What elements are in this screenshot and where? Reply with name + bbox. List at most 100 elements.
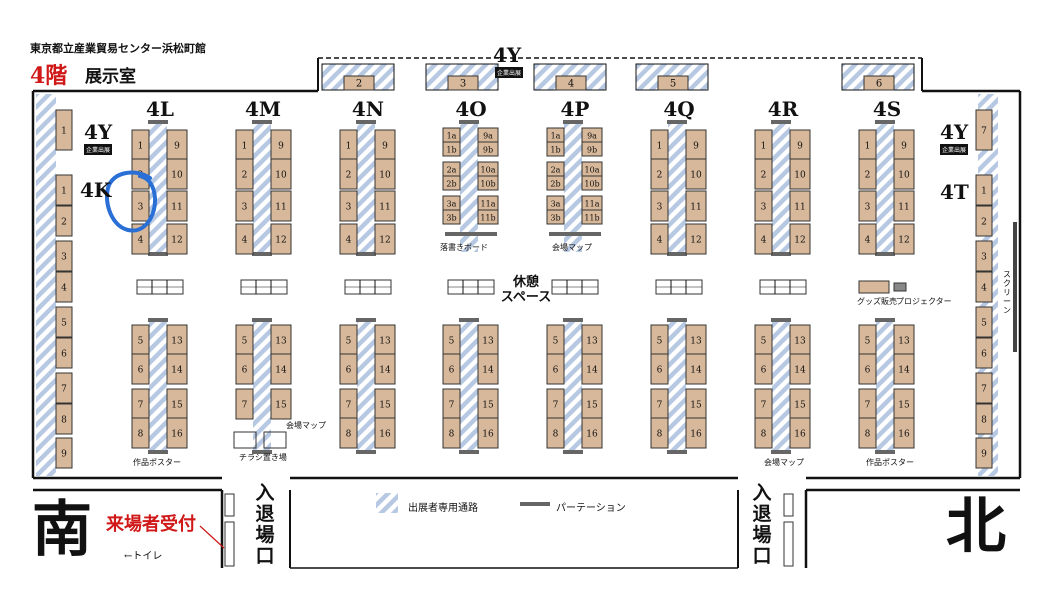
svg-text:13: 13 xyxy=(690,337,702,347)
block-label-4s: 4S xyxy=(872,97,902,121)
svg-text:8: 8 xyxy=(138,430,144,440)
rest-space-line1: 休憩 xyxy=(512,275,539,290)
booth-top-0: 2 xyxy=(343,75,375,91)
aisle-upper-7 xyxy=(876,124,894,252)
booth-1-R3: 12 xyxy=(270,223,292,255)
flyer-box-2 xyxy=(263,431,287,449)
svg-text:4: 4 xyxy=(242,236,248,246)
booth-5-LL0: 5 xyxy=(650,324,669,356)
partition-lower-bottom-7 xyxy=(875,450,895,454)
aisle-lower-4 xyxy=(564,322,582,450)
booth-7-LL3: 8 xyxy=(858,417,877,449)
svg-text:7: 7 xyxy=(553,401,559,411)
booth-4-L5: 3b xyxy=(546,209,565,225)
booth-7-RR2: 15 xyxy=(893,388,915,420)
partition-upper-bottom-7 xyxy=(875,252,895,256)
booth-2-L3: 4 xyxy=(339,223,358,255)
booth-right-6: 6 xyxy=(975,337,993,369)
booth-right-5: 5 xyxy=(975,306,993,338)
booth-left-3: 3 xyxy=(55,240,73,272)
svg-text:6: 6 xyxy=(242,366,248,376)
booth-2-LL3: 8 xyxy=(339,417,358,449)
svg-text:4: 4 xyxy=(138,236,144,246)
svg-text:3: 3 xyxy=(61,253,67,263)
svg-text:1: 1 xyxy=(346,142,352,152)
block-label-4q: 4Q xyxy=(663,97,695,121)
partition-lower-top-7 xyxy=(875,318,895,322)
booth-4-R4: 11a xyxy=(581,195,603,211)
booth-right-2: 2 xyxy=(975,205,993,237)
booth-2-RR3: 16 xyxy=(374,417,396,449)
booth-6-LL1: 6 xyxy=(754,353,773,385)
svg-text:2: 2 xyxy=(356,79,362,90)
partition-split-4 xyxy=(549,232,601,236)
booth-1-L1: 2 xyxy=(235,158,254,190)
partition-lower-bottom-6 xyxy=(771,450,791,454)
booth-6-R2: 11 xyxy=(789,190,811,222)
svg-text:15: 15 xyxy=(586,401,598,411)
svg-text:11a: 11a xyxy=(481,200,496,209)
booth-5-L1: 2 xyxy=(650,158,669,190)
booth-6-R0: 9 xyxy=(789,129,811,161)
booth-right-7: 7 xyxy=(975,372,993,404)
svg-text:4: 4 xyxy=(61,284,67,294)
partition-lower-top-1 xyxy=(252,318,272,322)
svg-text:4: 4 xyxy=(761,236,767,246)
booth-6-L3: 4 xyxy=(754,223,773,255)
booth-2-R1: 10 xyxy=(374,158,396,190)
booth-3-L3: 2b xyxy=(442,175,461,191)
booth-6-LL0: 5 xyxy=(754,324,773,356)
booth-6-RR0: 13 xyxy=(789,324,811,356)
block-label-4r: 4R xyxy=(767,97,799,121)
svg-text:5: 5 xyxy=(981,319,987,329)
booth-5-L3: 4 xyxy=(650,223,669,255)
booth-7-RR0: 13 xyxy=(893,324,915,356)
booth-6-L1: 2 xyxy=(754,158,773,190)
booth-6-LL3: 8 xyxy=(754,417,773,449)
booth-1-R0: 9 xyxy=(270,129,292,161)
company-tag-right: 企業出展 xyxy=(940,144,969,155)
svg-text:3: 3 xyxy=(242,203,248,213)
booth-right-8: 8 xyxy=(975,403,993,435)
booth-7-L1: 2 xyxy=(858,158,877,190)
aisle-lower-6 xyxy=(772,322,790,450)
svg-text:1: 1 xyxy=(657,142,663,152)
svg-text:9: 9 xyxy=(693,142,699,152)
partition-upper-top-4 xyxy=(563,120,583,124)
booth-2-R2: 11 xyxy=(374,190,396,222)
booth-2-R0: 9 xyxy=(374,129,396,161)
svg-text:4: 4 xyxy=(657,236,663,246)
svg-text:13: 13 xyxy=(794,337,806,347)
svg-text:11: 11 xyxy=(794,203,805,213)
svg-text:3: 3 xyxy=(138,203,144,213)
svg-text:5: 5 xyxy=(657,337,663,347)
booth-1-LL0: 5 xyxy=(235,324,254,356)
block-label-4l: 4L xyxy=(146,97,174,121)
booth-0-LL1: 6 xyxy=(131,353,150,385)
svg-text:1: 1 xyxy=(865,142,871,152)
booth-4-LL0: 5 xyxy=(546,324,565,356)
booth-1-RR0: 13 xyxy=(270,324,292,356)
booth-3-LL1: 6 xyxy=(442,353,461,385)
projector xyxy=(893,282,907,292)
booth-0-L0: 1 xyxy=(131,129,150,161)
booth-2-L2: 3 xyxy=(339,190,358,222)
svg-text:16: 16 xyxy=(898,430,910,440)
booth-0-L2: 3 xyxy=(131,190,150,222)
booth-right-4: 4 xyxy=(975,271,993,303)
booth-1-R1: 10 xyxy=(270,158,292,190)
writing-board-label: 落書きボード xyxy=(440,243,488,252)
svg-text:14: 14 xyxy=(482,366,494,376)
table-cluster-0 xyxy=(136,279,184,295)
svg-text:2b: 2b xyxy=(550,180,560,189)
booth-1-RR2: 15 xyxy=(270,388,292,420)
booth-left-4: 4 xyxy=(55,271,73,303)
svg-text:1: 1 xyxy=(61,187,67,197)
svg-text:10b: 10b xyxy=(584,180,599,189)
booth-left-2: 2 xyxy=(55,205,73,237)
svg-text:5: 5 xyxy=(61,319,67,329)
venue-map-label-4r: 会場マップ xyxy=(764,458,804,467)
booth-3-R1: 9b xyxy=(477,141,499,157)
booth-7-L3: 4 xyxy=(858,223,877,255)
booth-0-RR3: 16 xyxy=(166,417,188,449)
